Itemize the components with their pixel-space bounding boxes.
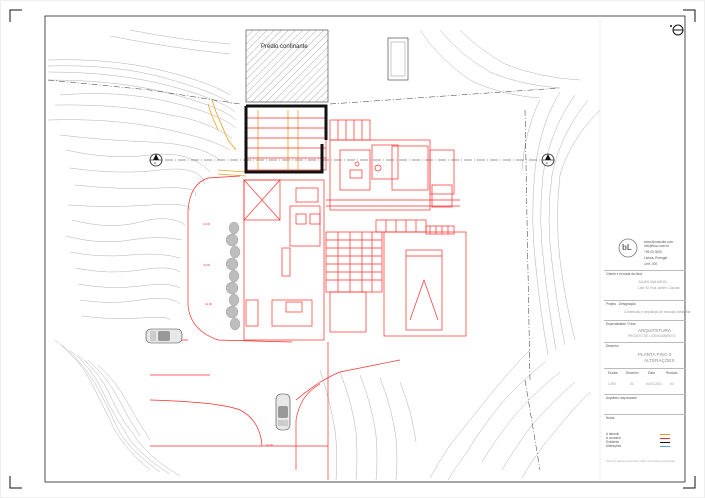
north-arrow [670,24,684,36]
table-header-date: Data [648,371,655,375]
svg-text:41.00: 41.00 [205,302,212,306]
property-lines [47,79,561,471]
section-marker-left-label: A [154,161,157,165]
pool [387,37,409,81]
project-desc: Construção e ampliação de moradia unifam… [624,310,691,314]
car-bottom [275,393,291,431]
client-name: JULIAN VAN ANDEL [638,280,668,284]
architect-heading: Arquiteto responsável [606,396,637,400]
table-header-scale: Escala [608,371,618,375]
proposed-construction [149,105,467,480]
legend-label-4: Alterações [606,444,622,448]
office-line-1: www.bloostudio.com [644,240,674,244]
vegetation-strip [225,221,241,331]
existing-building [244,104,328,174]
legend-label-3: Existente [606,440,620,444]
drawing-title: PLANTA PISO 0 [638,352,672,357]
client-address: Lote 00, Rua Jardim, Cascais [638,286,680,290]
drawing-subtitle: ALTERAÇÕES [644,358,675,363]
table-value-revision: 00 [670,382,674,386]
legend-swatch-1 [660,434,670,435]
logo-icon [618,238,638,258]
table-header-revision: Revisão [666,371,678,375]
table-value-date: 00.00.2021 [646,382,662,386]
svg-text:41.00: 41.00 [203,222,210,226]
notes-heading: Notas [606,416,615,420]
legend-label-1: A demolir [606,432,620,436]
table-value-scale: 1:200 [608,382,616,386]
title-block: bL www.bloostudio.com info@bloo.com.br +… [604,228,691,480]
phase: PROJETO DE LICENCIAMENTO [628,334,676,338]
table-header-drawing: Desenho [626,371,639,375]
terrain-contours [47,29,601,481]
car-top [145,328,183,344]
client-heading: Cliente e morada da obra [606,272,642,276]
section-marker-right-label: A [546,161,549,165]
svg-text:41.00: 41.00 [203,263,210,267]
svg-text:41.00: 41.00 [266,443,273,447]
neighbor-label: Prédio confinante [261,44,308,50]
neighbor-building [245,29,329,103]
section-marker-left [149,153,163,167]
demolition-lines [207,99,299,177]
legend-swatch-4 [660,446,670,447]
legend-label-2: A construir [606,436,622,440]
table-value-drawing: 01 [630,382,634,386]
project-heading: Projeto - Designação [606,302,636,306]
office-line-3: +55 00 0000 [644,250,662,254]
footer-note: Todos os direitos reservados. Não é perm… [606,460,675,463]
legend-swatch-3 [660,442,670,443]
specialty: ARQUITETURA [638,328,671,333]
dimension-labels: 41.00 41.00 41.00 41.00 [203,222,273,447]
office-line-5: Cert. 000 [644,262,658,266]
logo-text: bL [622,243,632,252]
specialty-heading: Especialidade / Fase [606,322,636,326]
legend-swatch-2 [660,438,670,439]
office-line-4: Lisboa, Portugal [644,256,668,260]
crop-marks [9,9,696,489]
drawing-frame [44,15,686,483]
section-marker-right [541,153,555,167]
drawing-heading: Desenho [606,344,619,348]
office-line-2: info@bloo.com.br [644,244,670,248]
